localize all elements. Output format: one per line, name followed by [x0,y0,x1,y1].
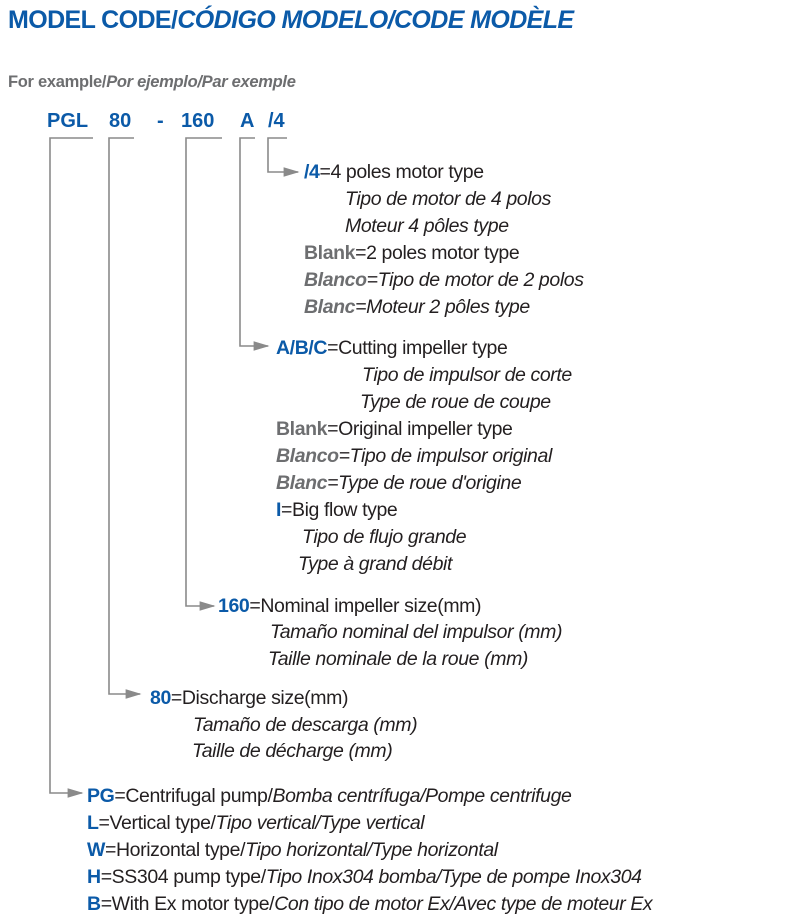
impeller-desc: =Cutting impeller type [327,337,508,359]
example-es: Por ejemplo/ [106,73,202,91]
poles-blanco: Blanco [304,269,367,291]
impeller-blank-line: Blank=Original impeller type [276,416,513,442]
discharge-desc: =Discharge size(mm) [170,687,349,709]
impeller-i-desc: =Big flow type [281,499,398,521]
impeller-code: A/B/C [276,337,328,359]
impeller-blank-desc: =Original impeller type [327,418,513,440]
title-es: CÓDIGO MODELO/ [177,6,394,34]
discharge-es: Tamaño de descarga (mm) [193,714,418,736]
poles-blanc: Blanc [304,296,356,318]
poles-blanco-desc: =Tipo de motor de 2 polos [366,269,584,291]
impeller-line: A/B/C=Cutting impeller type [276,335,508,361]
poles-es: Tipo de motor de 4 polos [345,188,551,210]
pump-item: W=Horizontal type/Tipo horizontal/Type h… [87,837,498,863]
impeller-blank: Blank [276,418,328,440]
code-a: A [240,110,255,132]
size-fr: Taille nominale de la roue (mm) [268,648,529,670]
discharge-fr: Taille de décharge (mm) [192,740,393,762]
impeller-i-code: I [276,499,282,521]
size-es: Tamaño nominal del impulsor (mm) [270,621,563,643]
code-160: 160 [181,110,215,132]
pump-code: L [87,812,99,834]
pump-desc: =Vertical type/ [98,812,216,834]
pump-desc: =SS304 pump type/ [100,866,266,888]
impeller-fr: Type de roue de coupe [360,391,551,413]
pump-item: L=Vertical type/Tipo vertical/Type verti… [87,810,425,836]
pump-item: B=With Ex motor type/Con tipo de motor E… [87,891,653,917]
size-line: 160=Nominal impeller size(mm) [218,593,482,619]
impeller-blanco: Blanco [276,445,339,467]
example-fr: Par exemple [201,73,296,91]
poles-code: /4 [304,161,320,183]
impeller-es: Tipo de impulsor de corte [362,364,572,386]
example-label: For example/Por ejemplo/Par exemple [8,73,296,92]
size-desc: =Nominal impeller size(mm) [249,595,482,617]
example-en: For example/ [8,73,107,91]
impeller-blanco-desc: =Tipo de impulsor original [338,445,553,467]
impeller-blanco-line: Blanco=Tipo de impulsor original [276,443,552,469]
impeller-i-es: Tipo de flujo grande [302,526,467,548]
pump-item: PG=Centrifugal pump/Bomba centrífuga/Pom… [87,783,572,809]
pump-item: H=SS304 pump type/Tipo Inox304 bomba/Typ… [87,864,642,890]
poles-blanco-line: Blanco=Tipo de motor de 2 polos [304,267,584,293]
code-80: 80 [109,110,132,132]
discharge-code: 80 [150,687,171,709]
page-title: MODEL CODE/CÓDIGO MODELO/CODE MODÈLE [8,6,574,35]
impeller-i-line: I=Big flow type [276,497,398,523]
pump-code: PG [87,785,115,807]
impeller-blanc-line: Blanc=Type de roue d'origine [276,470,522,496]
pump-desc: =Centrifugal pump/ [114,785,273,807]
poles-blanc-line: Blanc=Moteur 2 pôles type [304,294,530,320]
pump-code: H [87,866,101,888]
pump-alt: Tipo horizontal/Type horizontal [245,839,498,861]
poles-line: /4=4 poles motor type [304,159,484,185]
pump-alt: Tipo vertical/Type vertical [215,812,425,834]
pump-code: B [87,893,101,915]
pump-alt: Con tipo de motor Ex/Avec type de moteur… [274,893,653,915]
title-fr: CODE MODÈLE [393,6,574,34]
code-dash: - [157,110,164,132]
pump-alt: Tipo Inox304 bomba/Type de pompe Inox304 [265,866,642,888]
impeller-blanc-desc: =Type de roue d'origine [327,472,522,494]
discharge-line: 80=Discharge size(mm) [150,685,348,711]
poles-desc: =4 poles motor type [319,161,484,183]
impeller-i-fr: Type à grand débit [298,553,452,575]
pump-desc: =Horizontal type/ [105,839,246,861]
pump-desc: =With Ex motor type/ [100,893,275,915]
poles-blank-desc: =2 poles motor type [355,242,520,264]
code-4: /4 [268,110,285,132]
poles-blank-line: Blank=2 poles motor type [304,240,520,266]
pump-alt: Bomba centrífuga/Pompe centrifuge [272,785,572,807]
code-pgl: PGL [47,110,89,132]
poles-blank: Blank [304,242,356,264]
size-code: 160 [218,595,250,617]
title-en: MODEL CODE/ [8,6,178,34]
pump-code: W [87,839,106,861]
poles-blanc-desc: =Moteur 2 pôles type [355,296,530,318]
poles-fr: Moteur 4 pôles type [345,215,509,237]
impeller-blanc: Blanc [276,472,328,494]
